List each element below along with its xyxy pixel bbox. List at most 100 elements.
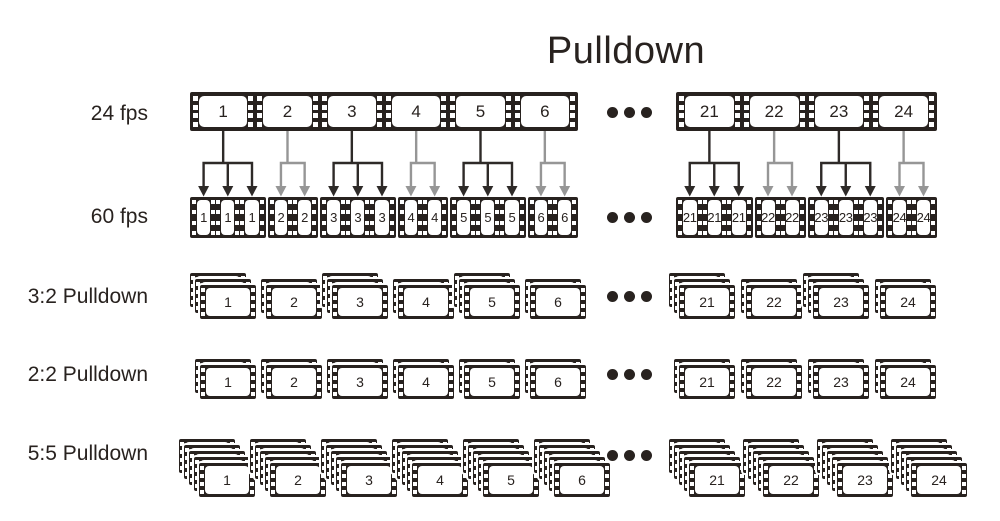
sprocket-hole — [868, 442, 872, 446]
sprocket-hole — [722, 230, 726, 235]
sprocket-hole — [327, 472, 331, 476]
sprocket-column — [730, 368, 734, 396]
sprocket-hole — [383, 384, 387, 388]
sprocket-hole — [809, 200, 814, 204]
sprocket-hole — [540, 472, 544, 476]
frame-number: 21 — [707, 210, 722, 225]
sprocket-hole — [442, 220, 446, 225]
film-frame: 22 — [769, 466, 813, 494]
sprocket-hole — [747, 312, 751, 316]
sprocket-hole — [191, 276, 195, 280]
sprocket-hole — [393, 442, 397, 446]
film-frame-cell: 21 — [727, 197, 751, 238]
sprocket-hole — [441, 113, 447, 119]
frame-number: 3 — [356, 374, 364, 390]
sprocket-hole — [191, 292, 195, 296]
sprocket-hole — [312, 210, 316, 215]
sprocket-hole — [201, 288, 205, 292]
sprocket-hole — [531, 368, 535, 372]
sprocket-hole — [883, 460, 887, 464]
sprocket-hole — [266, 484, 270, 488]
frame-number: 21 — [699, 374, 715, 390]
sprocket-column — [809, 282, 813, 310]
frame-number: 4 — [422, 374, 430, 390]
sprocket-hole — [322, 210, 326, 215]
sprocket-column — [907, 200, 911, 235]
sprocket-hole — [323, 300, 327, 304]
frame-number: 2 — [277, 210, 285, 225]
sprocket-hole — [892, 466, 896, 470]
sprocket-hole — [947, 448, 951, 452]
sprocket-hole — [780, 200, 785, 204]
sprocket-hole — [876, 282, 880, 286]
sprocket-hole — [251, 288, 255, 292]
sprocket-hole — [775, 200, 780, 204]
sprocket-hole — [797, 296, 801, 300]
sprocket-hole — [317, 376, 321, 380]
sprocket-column — [749, 448, 753, 476]
film-frame: 21 — [683, 200, 697, 235]
sprocket-hole — [317, 384, 321, 388]
ellipsis-dot — [640, 290, 652, 302]
sprocket-column — [195, 460, 199, 488]
ellipsis-dot — [623, 290, 635, 302]
sprocket-hole — [759, 460, 763, 464]
sprocket-hole — [581, 392, 585, 396]
sprocket-hole — [873, 104, 879, 110]
sprocket-hole — [443, 442, 447, 446]
film-frame-card: 6 — [530, 365, 586, 399]
sprocket-hole — [514, 113, 520, 119]
sprocket-hole — [797, 376, 801, 380]
frame-number: 3 — [354, 210, 362, 225]
sprocket-hole — [248, 96, 254, 101]
sprocket-column — [838, 466, 842, 494]
sprocket-hole — [823, 472, 827, 476]
sprocket-column — [251, 368, 255, 396]
sprocket-hole — [690, 490, 694, 494]
sprocket-hole — [814, 296, 818, 300]
sprocket-hole — [678, 220, 682, 225]
film-frame: 3 — [338, 368, 382, 396]
sprocket-hole — [814, 482, 818, 486]
sprocket-hole — [742, 298, 746, 302]
sprocket-hole — [519, 230, 524, 235]
sprocket-hole — [413, 466, 417, 470]
sprocket-hole — [235, 200, 240, 204]
sprocket-column — [257, 96, 263, 127]
sprocket-hole — [735, 460, 739, 464]
sprocket-hole — [399, 220, 404, 225]
sprocket-hole — [864, 312, 868, 316]
film-frame-cell: 5 — [452, 197, 476, 238]
film-frame: 22 — [785, 200, 799, 235]
sprocket-hole — [196, 386, 200, 390]
sprocket-hole — [756, 220, 761, 225]
sprocket-hole — [942, 442, 946, 446]
sprocket-column — [479, 460, 483, 488]
sprocket-hole — [387, 460, 391, 464]
sprocket-hole — [469, 448, 473, 452]
film-frame-cell: 1 — [240, 197, 264, 238]
sprocket-hole — [378, 282, 382, 286]
sprocket-hole — [931, 296, 935, 300]
sprocket-hole — [341, 220, 346, 225]
sprocket-hole — [581, 376, 585, 380]
sprocket-column — [853, 200, 858, 235]
arrow-head — [429, 186, 441, 197]
sprocket-hole — [269, 210, 274, 215]
arrow-head — [559, 186, 571, 197]
sprocket-column — [196, 282, 200, 310]
sprocket-hole — [888, 466, 892, 470]
frame-number: 6 — [578, 472, 586, 488]
sprocket-hole — [317, 392, 321, 396]
sprocket-hole — [747, 288, 751, 292]
sprocket-hole — [912, 474, 916, 478]
sprocket-hole — [555, 466, 559, 470]
film-frame-card: 22 — [763, 463, 819, 497]
sprocket-hole — [670, 442, 674, 446]
frame-number: 4 — [411, 101, 421, 121]
sprocket-column — [262, 362, 266, 390]
sprocket-column — [727, 200, 731, 235]
frame-number: 5 — [488, 374, 496, 390]
